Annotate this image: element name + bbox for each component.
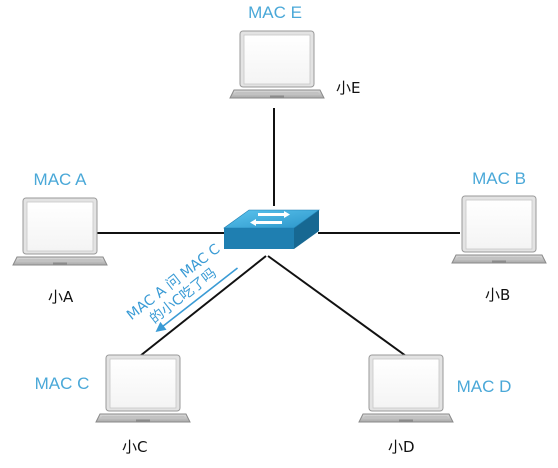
network-switch: [223, 209, 320, 249]
mac-c-label: MAC C: [35, 374, 90, 393]
laptop-e: MAC E 小E: [229, 3, 360, 99]
mac-d-label: MAC D: [457, 377, 512, 396]
laptop-b-icon: [451, 195, 547, 264]
laptop-c: MAC C 小C: [35, 354, 191, 456]
name-b-label: 小B: [485, 286, 510, 304]
link-switch-c: [139, 255, 267, 357]
link-switch-d: [267, 255, 407, 357]
mac-e-label: MAC E: [248, 3, 302, 22]
laptop-e-icon: [229, 30, 325, 99]
name-a-label: 小A: [48, 288, 74, 306]
switch-side: [294, 210, 319, 249]
network-links: [96, 108, 460, 357]
message-annotation: MAC A 问 MAC C 的小C吃了吗: [124, 241, 239, 333]
laptop-d: MAC D 小D: [358, 354, 512, 456]
name-c-label: 小C: [122, 438, 147, 456]
mac-a-label: MAC A: [34, 170, 88, 189]
switch-top: [223, 209, 320, 229]
mac-b-label: MAC B: [472, 169, 526, 188]
laptop-d-icon: [358, 354, 454, 423]
laptop-c-icon: [95, 354, 191, 423]
laptop-b: MAC B 小B: [451, 169, 547, 304]
switch-front: [224, 228, 294, 249]
name-e-label: 小E: [336, 79, 360, 97]
arrow-left-icon: [155, 267, 239, 333]
laptop-a: MAC A 小A: [12, 170, 108, 306]
switch-arrows-icon: [250, 211, 290, 226]
name-d-label: 小D: [388, 438, 415, 456]
laptop-a-icon: [12, 197, 108, 266]
